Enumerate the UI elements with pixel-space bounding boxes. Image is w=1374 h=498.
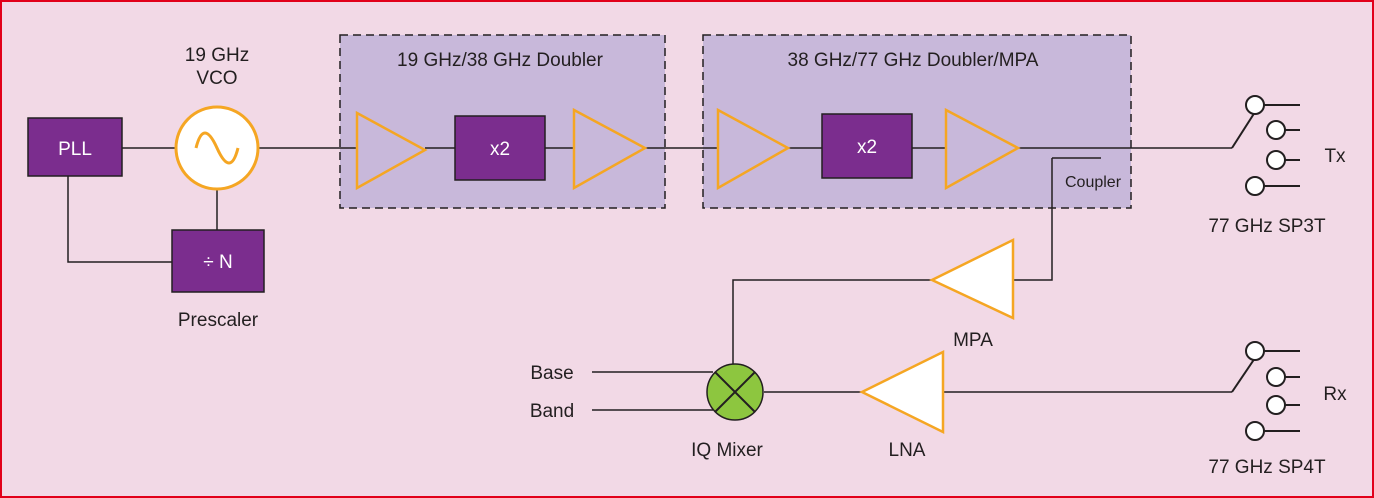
group-2-title: 38 GHz/77 GHz Doubler/MPA — [788, 50, 1039, 71]
sine-wave-icon — [174, 105, 260, 191]
doubler-1-x2-block — [454, 115, 546, 181]
group-1-title: 19 GHz/38 GHz Doubler — [397, 50, 604, 71]
rx-label: Rx — [1323, 384, 1347, 405]
triangle-amplifier-icon — [572, 107, 648, 191]
iq-mixer-label: IQ Mixer — [691, 440, 763, 461]
vco-label-line2: VCO — [196, 68, 237, 89]
signal-lines — [67, 147, 1232, 411]
rf-switch-icon — [1231, 95, 1300, 196]
doubler-2-x2-block — [821, 113, 913, 179]
lna-label: LNA — [889, 440, 926, 461]
coupler-label: Coupler — [1065, 174, 1122, 191]
triangle-amplifier-icon — [859, 349, 945, 435]
doubler-2-x2-label: x2 — [857, 137, 877, 158]
mixer-cross-icon — [706, 363, 764, 421]
doubler-1-x2-label: x2 — [490, 139, 510, 160]
mpa-label: MPA — [953, 330, 993, 351]
rx-switch-label: 77 GHz SP4T — [1208, 457, 1326, 478]
tx-switch-label: 77 GHz SP3T — [1208, 216, 1326, 237]
triangle-amplifier-icon — [944, 107, 1021, 191]
triangle-amplifier-icon — [716, 107, 791, 191]
pll-block — [27, 117, 123, 177]
prescaler-block — [171, 229, 265, 293]
rf-switch-icon — [1231, 341, 1300, 441]
triangle-amplifier-icon — [929, 237, 1015, 320]
tx-label: Tx — [1324, 146, 1346, 167]
prescaler-box-label: ÷ N — [203, 252, 232, 273]
doubler-group-2 — [702, 34, 1132, 209]
base-label: Base — [530, 363, 573, 384]
triangle-amplifier-icon — [355, 110, 428, 191]
band-label: Band — [530, 401, 574, 422]
pll-label: PLL — [58, 139, 92, 160]
prescaler-label: Prescaler — [178, 310, 259, 331]
vco-label-line1: 19 GHz — [185, 45, 249, 66]
